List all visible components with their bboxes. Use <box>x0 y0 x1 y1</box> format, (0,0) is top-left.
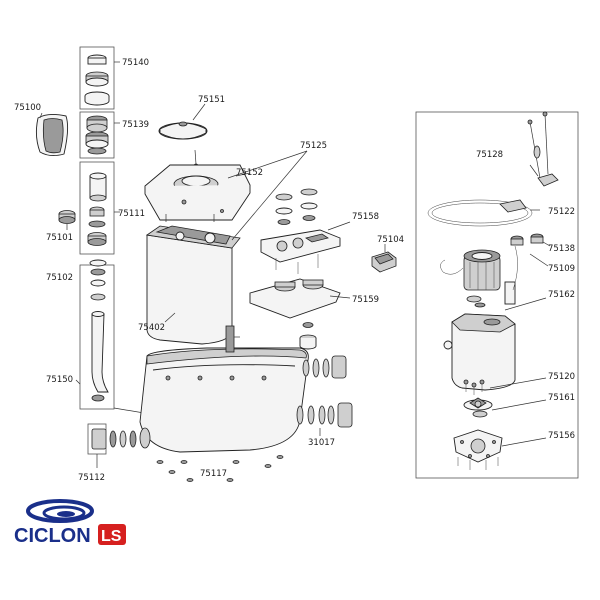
logo-suffix: LS <box>101 528 122 545</box>
part-75128-float-switch <box>527 111 559 187</box>
part-label-75101: 75101 <box>46 233 73 243</box>
part-label-75150: 75150 <box>46 375 73 385</box>
part-label-75112: 75112 <box>78 473 105 483</box>
part-label-75159: 75159 <box>352 295 379 305</box>
part-75104-valve <box>371 244 397 273</box>
motor-assembly-frame <box>415 111 579 479</box>
part-label-75117: 75117 <box>200 469 227 479</box>
part-75120-screws <box>463 377 547 395</box>
part-group-75111 <box>79 161 120 255</box>
part-label-75151: 75151 <box>198 95 225 105</box>
part-75122-wire-ring <box>427 199 540 227</box>
part-label-75152: 75152 <box>236 168 263 178</box>
tank-feet <box>156 455 284 482</box>
part-75156-base-plate <box>453 429 547 470</box>
part-label-75161: 75161 <box>548 393 575 403</box>
part-label-75402: 75402 <box>138 323 165 333</box>
part-75100-cover <box>35 112 69 157</box>
part-label-75104: 75104 <box>377 235 404 245</box>
part-label-75100: 75100 <box>14 103 41 113</box>
part-label-75111: 75111 <box>118 209 145 219</box>
part-75161-impeller <box>463 397 547 418</box>
part-label-75156: 75156 <box>548 431 575 441</box>
part-group-75150-pipe <box>75 259 151 415</box>
part-label-75109: 75109 <box>548 264 575 274</box>
part-75101-nut <box>58 210 76 230</box>
part-label-75102: 75102 <box>46 273 73 283</box>
part-group-75139 <box>79 111 120 159</box>
part-75158-plate <box>260 188 351 274</box>
part-label-31017: 31017 <box>308 438 335 448</box>
brand-logo: CICLON LS <box>14 499 126 547</box>
part-75159-base-plate <box>249 278 351 350</box>
part-75152-lid <box>144 164 251 222</box>
logo-wordmark: CICLON <box>14 525 91 547</box>
part-label-75158: 75158 <box>352 212 379 222</box>
part-label-75139: 75139 <box>122 120 149 130</box>
logo-swirl-icon <box>26 499 94 523</box>
part-75402-inner-tank <box>145 150 308 345</box>
part-75151-cap <box>158 103 208 169</box>
part-main-tank <box>87 325 353 482</box>
part-group-75140 <box>79 46 120 110</box>
part-label-75138: 75138 <box>548 244 575 254</box>
part-label-75120: 75120 <box>548 372 575 382</box>
part-label-75122: 75122 <box>548 207 575 217</box>
part-label-75125: 75125 <box>300 141 327 151</box>
part-75162-motor-housing <box>443 297 547 391</box>
part-75109-motor <box>440 245 549 308</box>
part-label-75140: 75140 <box>122 58 149 68</box>
part-label-75162: 75162 <box>548 290 575 300</box>
logo-suffix-badge <box>98 524 126 545</box>
part-75138-grommet <box>510 233 551 247</box>
tank-screw-holes <box>165 375 267 381</box>
part-label-75128: 75128 <box>476 150 503 160</box>
